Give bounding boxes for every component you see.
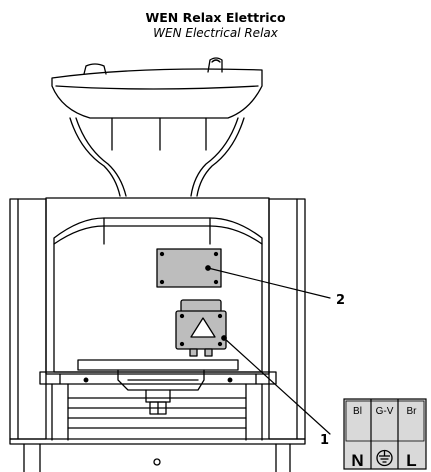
diagram-subtitle: WEN Electrical Relax	[153, 26, 278, 40]
callout-label-2: 2	[336, 293, 345, 308]
ground-icon	[376, 449, 393, 467]
terminal-line: L	[406, 451, 416, 470]
chair-base	[9, 197, 306, 472]
junction-box-1	[175, 299, 227, 357]
wire-label-brown: Br	[407, 406, 418, 417]
electrical-panel-2	[156, 248, 222, 288]
terminal-neutral: N	[351, 451, 363, 470]
leader-line-2	[207, 267, 331, 299]
terminal-block: Bl G-V Br N L	[343, 398, 427, 470]
callout-label-1: 1	[320, 433, 329, 448]
wire-label-green-yellow: G-V	[376, 406, 394, 417]
wire-label-blue: Bl	[353, 406, 362, 417]
title-block: WEN Relax Elettrico WEN Electrical Relax	[0, 10, 431, 41]
leader-line-1	[223, 337, 331, 435]
diagram-title: WEN Relax Elettrico	[145, 10, 286, 25]
wash-basin	[51, 57, 263, 197]
